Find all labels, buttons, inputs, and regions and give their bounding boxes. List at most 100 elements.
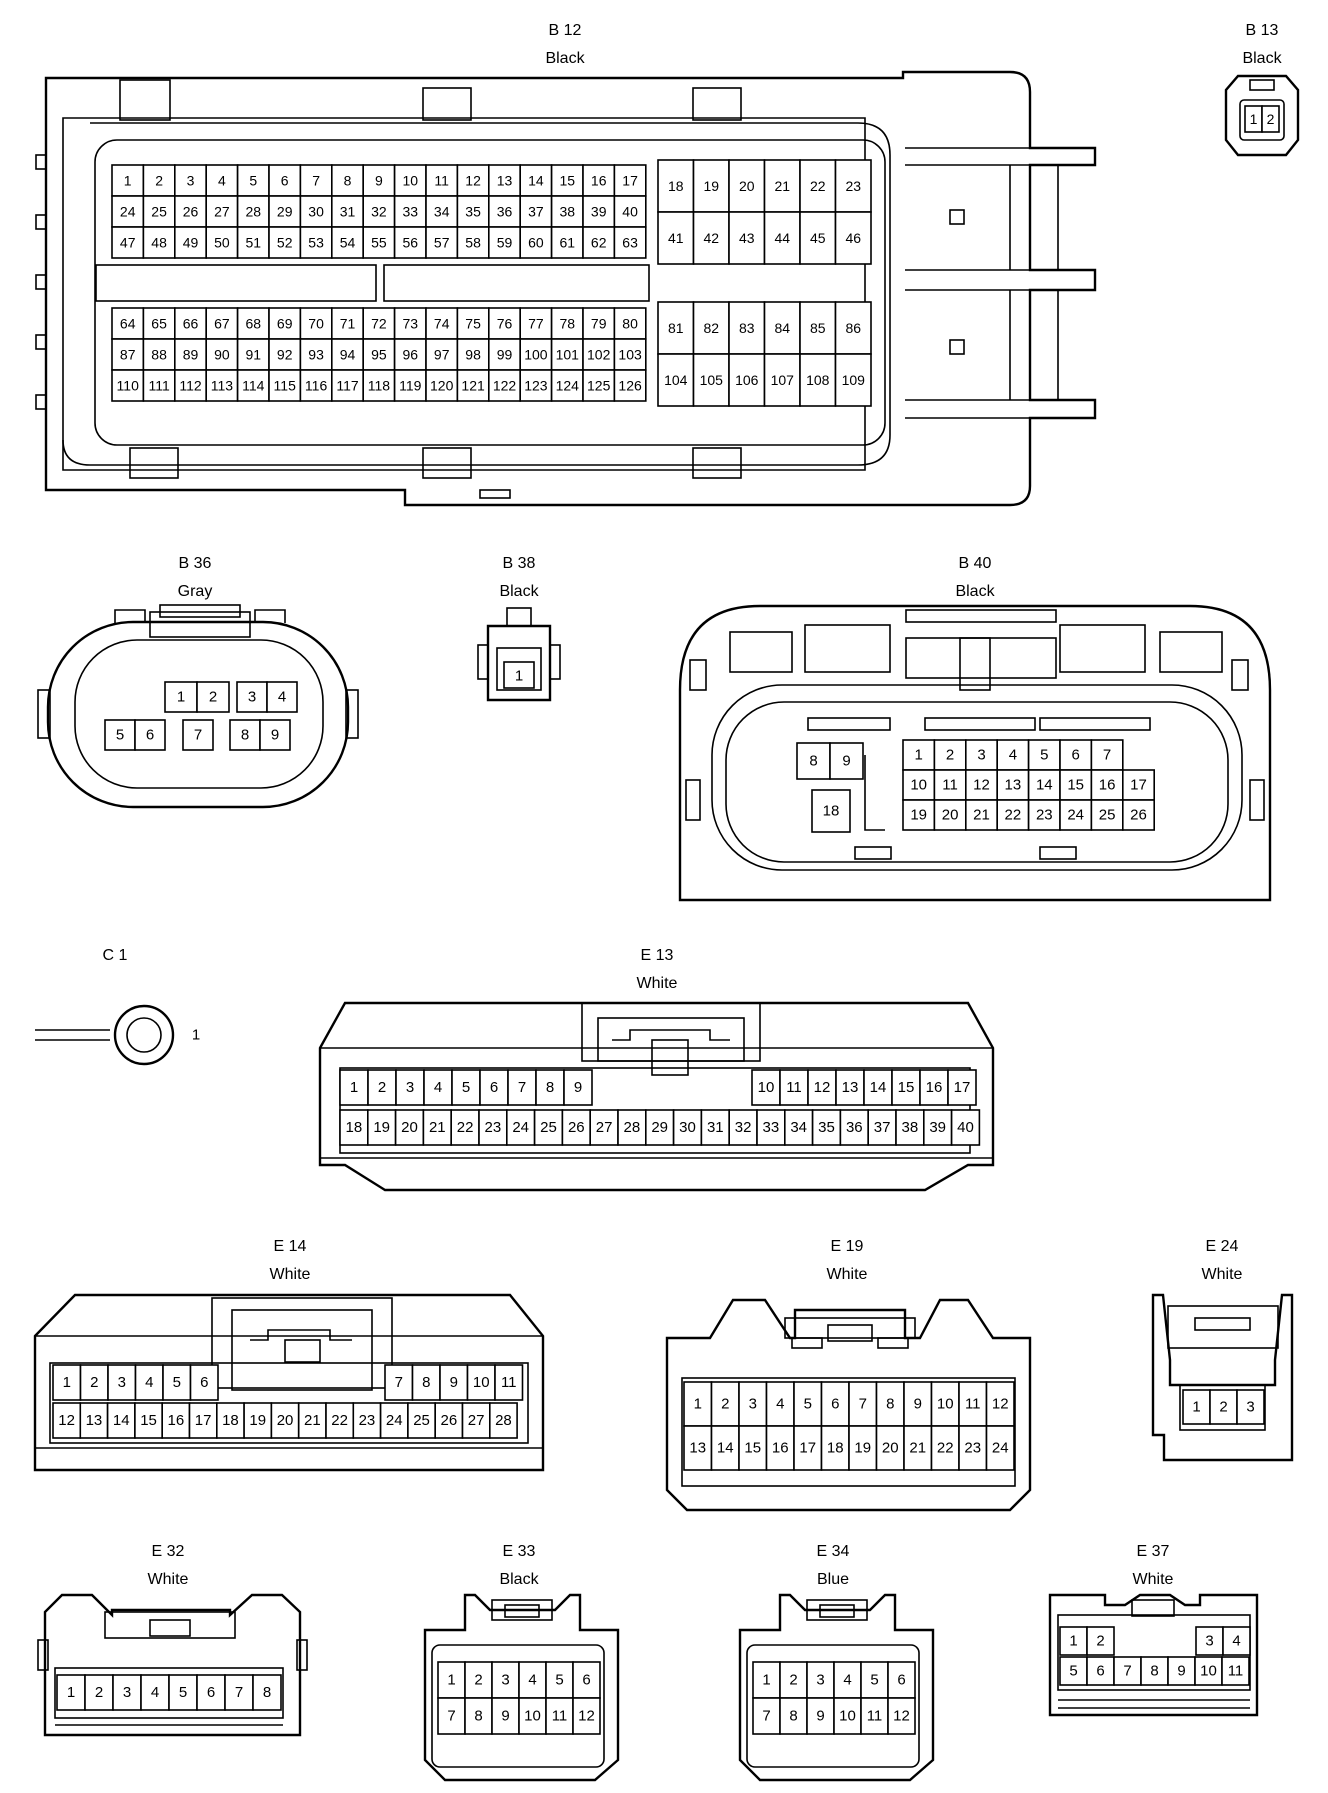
b12-pin-cell bbox=[456, 164, 490, 197]
e19-pin: 6 bbox=[831, 1396, 839, 1413]
e19-pin-cell bbox=[738, 1381, 768, 1427]
b12-pin-cell bbox=[728, 353, 766, 407]
b12-pin: 46 bbox=[845, 230, 861, 246]
b12-pin: 93 bbox=[308, 347, 324, 363]
b12-pin: 29 bbox=[277, 204, 293, 220]
b12-pin-cell bbox=[268, 164, 302, 197]
e13-pin: 12 bbox=[814, 1079, 831, 1096]
b12-pin: 55 bbox=[371, 235, 387, 251]
e19-pin: 21 bbox=[909, 1440, 926, 1457]
connector-b40-id: B 40 bbox=[959, 555, 992, 572]
e32-pin: 8 bbox=[263, 1684, 271, 1701]
e13-pin-cell bbox=[450, 1109, 480, 1146]
b12-pin: 26 bbox=[183, 204, 199, 220]
e14-pin: 16 bbox=[168, 1412, 185, 1429]
e19-pin: 11 bbox=[965, 1396, 981, 1413]
e33-pin: 5 bbox=[555, 1672, 563, 1689]
e19-pin: 18 bbox=[827, 1440, 844, 1457]
e13-pin: 15 bbox=[898, 1079, 915, 1096]
b12-pin-cell bbox=[763, 301, 801, 355]
b12-pin: 38 bbox=[560, 204, 576, 220]
e19-pin: 23 bbox=[964, 1440, 981, 1457]
b12-pin-cell bbox=[425, 338, 459, 371]
b12-pin: 3 bbox=[187, 173, 195, 189]
e19-pin: 22 bbox=[937, 1440, 954, 1457]
connector-b38-color: Black bbox=[499, 583, 539, 600]
b12-pin: 107 bbox=[771, 372, 795, 388]
e32-pin-cell bbox=[84, 1674, 114, 1711]
b12-pin-cell bbox=[362, 226, 396, 259]
b12-pin-cell bbox=[613, 226, 647, 259]
b12-pin-cell bbox=[799, 159, 837, 213]
connector-b12-id: B 12 bbox=[549, 22, 582, 39]
e34-pin-cell bbox=[779, 1697, 808, 1735]
e14-pin: 20 bbox=[277, 1412, 294, 1429]
b38-pin: 1 bbox=[515, 668, 523, 685]
b36-pin: 5 bbox=[116, 727, 124, 744]
e13-pin: 40 bbox=[957, 1119, 974, 1136]
e13-pin: 35 bbox=[818, 1119, 835, 1136]
b12-pin-cell bbox=[834, 353, 872, 407]
e34-pin: 2 bbox=[789, 1672, 797, 1689]
e14-pin-cell bbox=[434, 1402, 464, 1439]
e14-pin-cell bbox=[134, 1364, 164, 1401]
b12-pin: 80 bbox=[622, 316, 638, 332]
b12-pin-cell bbox=[174, 369, 208, 402]
b12-pin-cell bbox=[550, 307, 584, 340]
e32-pin: 2 bbox=[95, 1684, 103, 1701]
b40-pin: 8 bbox=[809, 753, 817, 770]
e37-pin-cell bbox=[1221, 1656, 1250, 1686]
e32-pin-cell bbox=[56, 1674, 86, 1711]
e34-pin: 1 bbox=[762, 1672, 770, 1689]
b12-pin: 12 bbox=[465, 173, 481, 189]
b12-pin: 45 bbox=[810, 230, 826, 246]
b12-pin-cell bbox=[799, 301, 837, 355]
b12-pin-cell bbox=[613, 164, 647, 197]
b40-pin: 10 bbox=[910, 777, 927, 794]
b12-pin-cell bbox=[763, 211, 801, 265]
b12-pin: 98 bbox=[465, 347, 481, 363]
b12-pin-cell bbox=[487, 195, 521, 228]
e19-pin: 16 bbox=[772, 1440, 789, 1457]
e13-pin: 6 bbox=[490, 1079, 498, 1096]
b12-pin: 102 bbox=[587, 347, 611, 363]
e19-pin-cell bbox=[820, 1425, 850, 1471]
e14-pin-cell bbox=[494, 1364, 524, 1401]
b12-pin: 17 bbox=[622, 173, 638, 189]
e13-pin: 30 bbox=[679, 1119, 696, 1136]
e33-pin: 11 bbox=[552, 1708, 568, 1725]
b12-pin: 101 bbox=[556, 347, 580, 363]
e19-pin-cell bbox=[958, 1425, 988, 1471]
b40-pin: 17 bbox=[1130, 777, 1147, 794]
b12-pin-cell bbox=[728, 159, 766, 213]
connector-b13: B 13 Black 1 2 bbox=[1224, 22, 1300, 157]
b12-pin: 124 bbox=[556, 378, 580, 394]
b12-pin: 71 bbox=[340, 316, 356, 332]
b12-pin: 32 bbox=[371, 204, 387, 220]
connector-e14-color: White bbox=[270, 1266, 311, 1283]
e19-pin: 19 bbox=[854, 1440, 871, 1457]
b12-pin: 68 bbox=[246, 316, 262, 332]
b12-pin: 56 bbox=[403, 235, 419, 251]
connector-e19-id: E 19 bbox=[831, 1238, 864, 1255]
b40-pin: 22 bbox=[1005, 807, 1022, 824]
b12-pin: 47 bbox=[120, 235, 136, 251]
b40-pin-cell bbox=[1059, 739, 1093, 771]
e33-pin: 4 bbox=[528, 1672, 536, 1689]
e34-pin: 10 bbox=[839, 1708, 856, 1725]
b12-pin: 13 bbox=[497, 173, 513, 189]
e24-pin: 1 bbox=[1192, 1399, 1200, 1416]
b12-pin: 53 bbox=[308, 235, 324, 251]
e13-pin: 23 bbox=[485, 1119, 502, 1136]
e13-pin: 2 bbox=[378, 1079, 386, 1096]
e37-pin-cell bbox=[1059, 1656, 1088, 1686]
b12-pin: 88 bbox=[151, 347, 167, 363]
e34-pin-cell bbox=[752, 1661, 781, 1699]
connector-b13-id: B 13 bbox=[1246, 22, 1279, 39]
e19-pin: 5 bbox=[804, 1396, 812, 1413]
connector-e34-id: E 34 bbox=[817, 1543, 850, 1560]
b12-pin-cell bbox=[763, 159, 801, 213]
